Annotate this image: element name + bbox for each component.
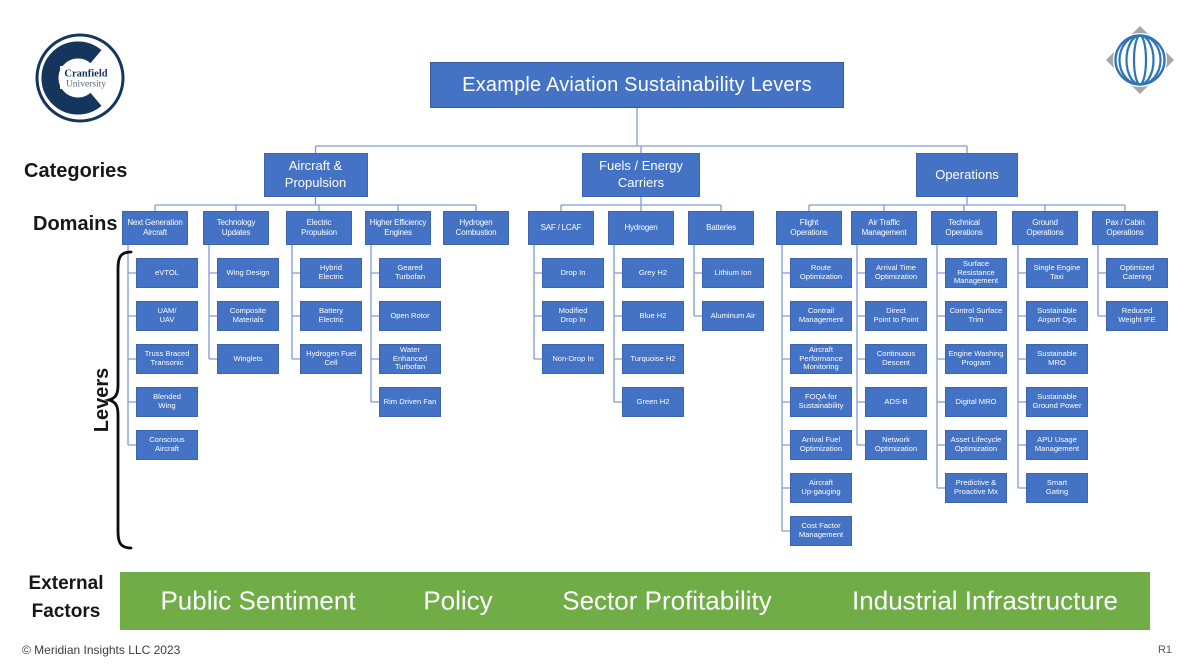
lever-box: Direct Point to Point [865,301,927,331]
lever-box: Wing Design [217,258,279,288]
domain-box: Higher Efficiency Engines [365,211,431,245]
lever-box: Contrail Management [790,301,852,331]
lever-box: eVTOL [136,258,198,288]
lever-box: Control Surface Trim [945,301,1007,331]
category-box: Fuels / Energy Carriers [582,153,700,197]
domain-box: Batteries [688,211,754,245]
lever-box: Cost Factor Management [790,516,852,546]
lever-box: Open Rotor [379,301,441,331]
lever-box: Continuous Descent [865,344,927,374]
categories-row-label: Categories [24,160,128,182]
domain-box: Flight Operations [776,211,842,245]
lever-box: Network Optimization [865,430,927,460]
lever-box: APU Usage Management [1026,430,1088,460]
lever-box: FOQA for Sustainability [790,387,852,417]
domain-box: SAF / LCAF [528,211,594,245]
domain-box: Technology Updates [203,211,269,245]
external-factor-item: Policy [423,585,493,616]
lever-box: Smart Gating [1026,473,1088,503]
external-factors-label: External Factors [28,573,104,622]
lever-box: Drop In [542,258,604,288]
revision-label: R1 [1157,644,1172,656]
domain-box: Ground Operations [1012,211,1078,245]
lever-box: Reduced Weight IFE [1106,301,1168,331]
lever-box: Asset Lifecycle Optimization [945,430,1007,460]
lever-box: Aircraft Up-gauging [790,473,852,503]
lever-box: Non-Drop In [542,344,604,374]
lever-box: Truss Braced Transonic [136,344,198,374]
domains-row-label: Domains [33,213,118,235]
diagram-title: Example Aviation Sustainability Levers [430,62,844,108]
external-factor-item: Sector Profitability [562,585,772,616]
domain-box: Next Generation Aircraft [122,211,188,245]
external-factor-item: Public Sentiment [160,585,356,616]
lever-box: Composite Materials [217,301,279,331]
lever-box: Water Enhanced Turbofan [379,344,441,374]
lever-box: Route Optimization [790,258,852,288]
lever-box: Winglets [217,344,279,374]
lever-box: Sustainable Airport Ops [1026,301,1088,331]
levers-row-label: Levers [91,367,113,433]
lever-box: Sustainable Ground Power [1026,387,1088,417]
cranfield-logo: Cranfield University [35,33,125,123]
lever-box: Conscious Aircraft [136,430,198,460]
lever-box: Modified Drop In [542,301,604,331]
lever-box: UAM/ UAV [136,301,198,331]
lever-box: Blended Wing [136,387,198,417]
lever-box: Hydrogen Fuel Cell [300,344,362,374]
lever-box: Aluminum Air [702,301,764,331]
external-factors-bar: Public Sentiment Policy Sector Profitabili… [120,572,1150,630]
domain-box: Hydrogen [608,211,674,245]
meridian-globe-logo [1106,26,1174,94]
domain-box: Hydrogen Combustion [443,211,509,245]
cranfield-wordmark-2: University [66,80,106,90]
domain-box: Pax / Cabin Operations [1092,211,1158,245]
lever-box: Predictive & Proactive Mx [945,473,1007,503]
lever-box: ADS-B [865,387,927,417]
lever-box: Hybrid Electric [300,258,362,288]
lever-box: Battery Electric [300,301,362,331]
lever-box: Surface Resistance Management [945,258,1007,288]
category-box: Aircraft & Propulsion [263,153,368,197]
lever-box: Geared Turbofan [379,258,441,288]
lever-box: Green H2 [622,387,684,417]
lever-box: Lithium Ion [702,258,764,288]
lever-box: Grey H2 [622,258,684,288]
lever-box: Arrival Fuel Optimization [790,430,852,460]
lever-box: Single Engine Taxi [1026,258,1088,288]
copyright-text: © Meridian Insights LLC 2023 [22,643,181,657]
lever-box: Blue H2 [622,301,684,331]
domain-box: Air Traffic Management [851,211,917,245]
lever-box: Digital MRO [945,387,1007,417]
lever-box: Rim Driven Fan [379,387,441,417]
lever-box: Sustainable MRO [1026,344,1088,374]
category-box: Operations [916,153,1018,197]
cranfield-wordmark: Cranfield [64,69,107,80]
domain-box: Technical Operations [931,211,997,245]
lever-box: Optimized Catering [1106,258,1168,288]
lever-box: Turquoise H2 [622,344,684,374]
lever-box: Aircraft Performance Monitoring [790,344,852,374]
lever-box: Engine Washing Program [945,344,1007,374]
domain-box: Electric Propulsion [286,211,352,245]
external-factor-item: Industrial Infrastructure [852,585,1118,616]
lever-box: Arrival Time Optimization [865,258,927,288]
